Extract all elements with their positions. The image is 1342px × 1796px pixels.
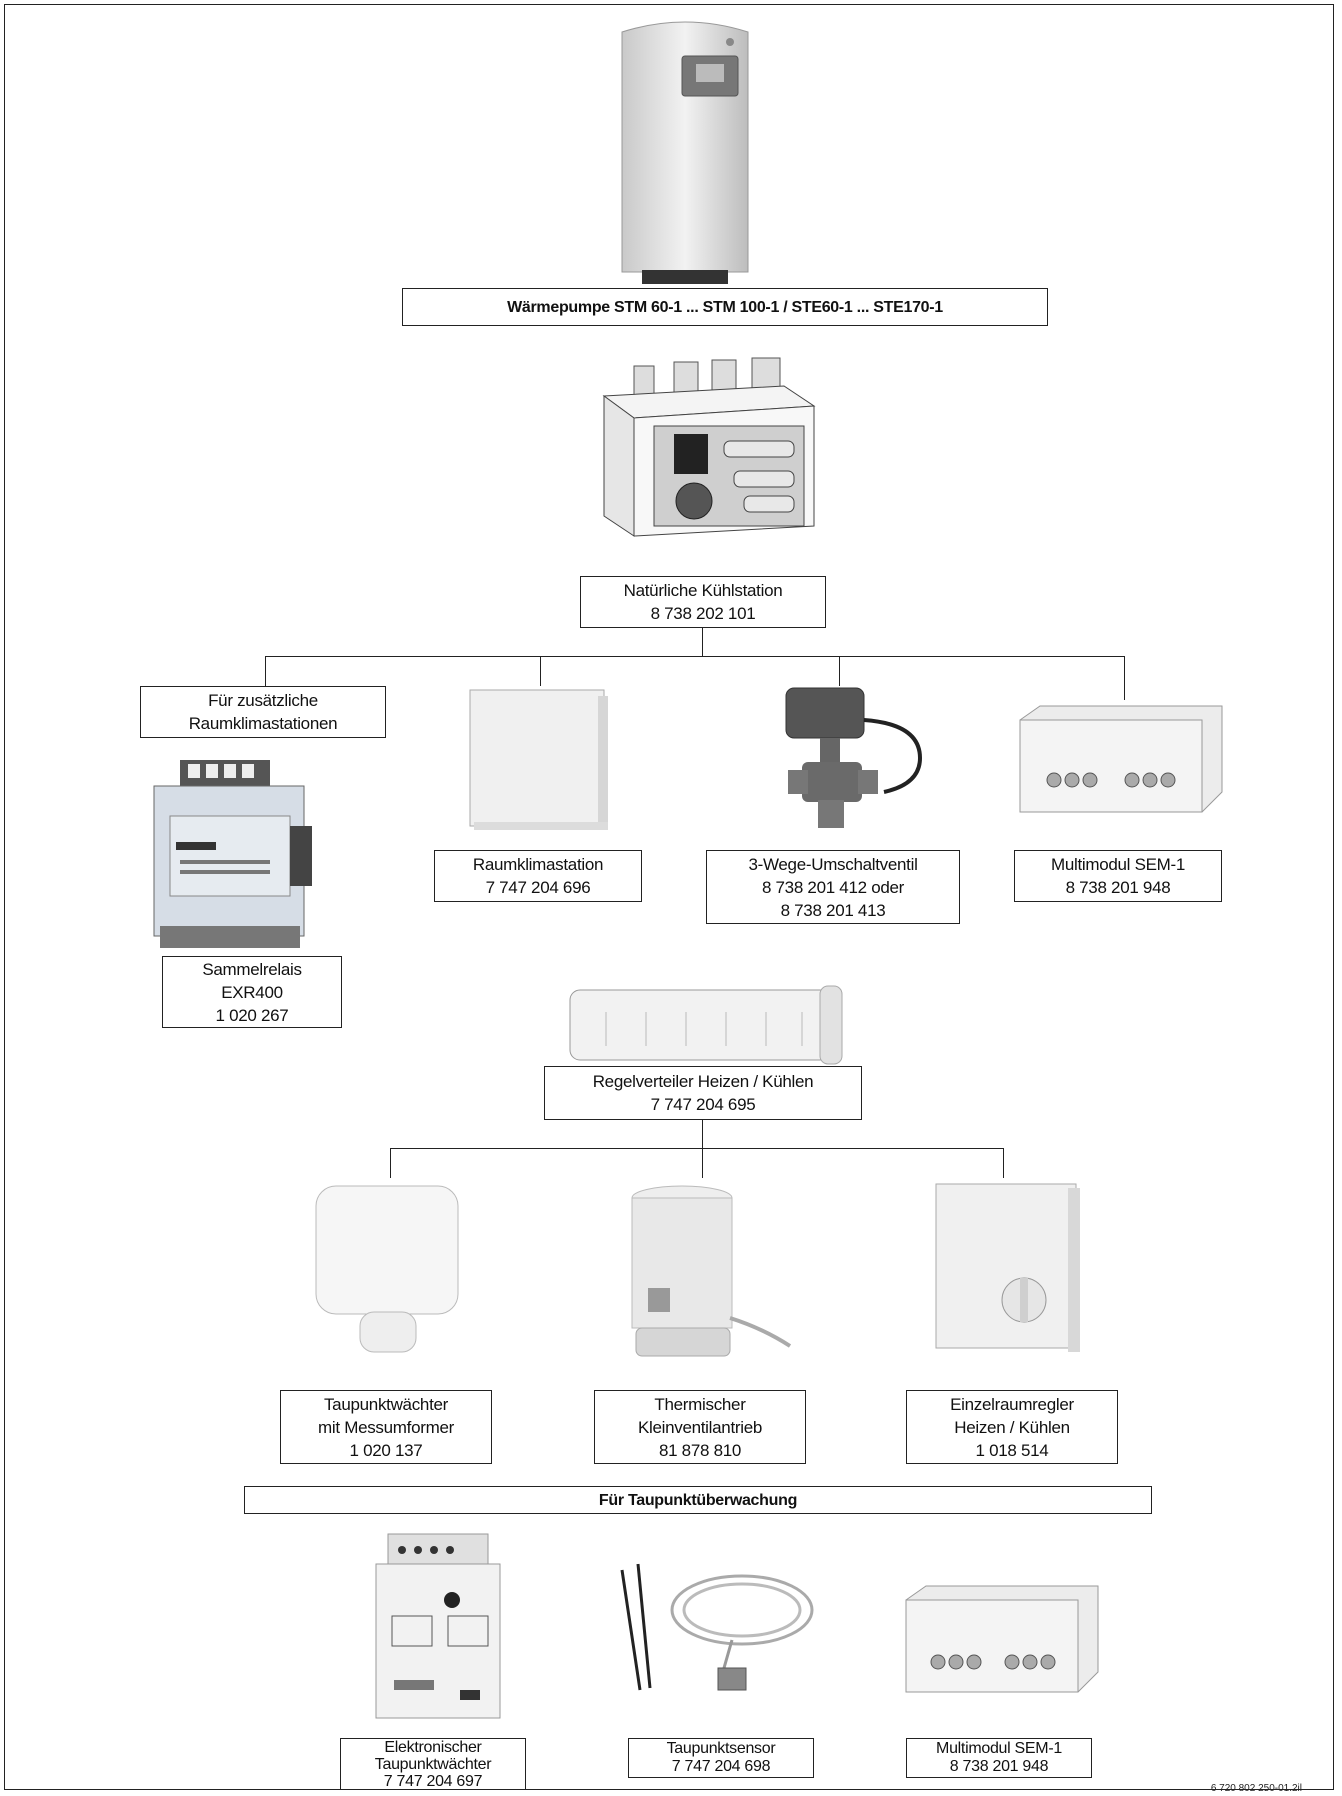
collective-relay-image xyxy=(153,760,312,948)
dewpoint-section-label: Für Taupunktüberwachung xyxy=(244,1486,1152,1514)
cooling-station-image xyxy=(602,357,816,537)
heat-pump-image xyxy=(621,21,749,284)
electronic-monitor-line2: Taupunktwächter xyxy=(374,1755,492,1773)
electronic-monitor-line1: Elektronischer xyxy=(384,1738,482,1756)
three-way-valve-number1: 8 738 201 412 oder xyxy=(761,877,905,897)
dewpoint-section-text: Für Taupunktüberwachung xyxy=(598,1491,798,1509)
multimodule-bottom-image xyxy=(905,1585,1099,1693)
room-controller-number: 1 018 514 xyxy=(975,1440,1049,1460)
multimodule-bottom-name: Multimodul SEM-1 xyxy=(936,1740,1062,1757)
dewpoint-monitor-line2: mit Messumformer xyxy=(318,1417,454,1437)
heat-pump-text: Wärmepumpe STM 60-1 ... STM 100-1 / STE6… xyxy=(507,298,943,316)
connector-line xyxy=(702,1148,704,1178)
multimodule-top-number: 8 738 201 948 xyxy=(1065,878,1171,897)
thermal-actuator-number: 81 878 810 xyxy=(658,1440,742,1460)
control-distributor-image xyxy=(569,985,843,1065)
multimodule-bottom-number: 8 738 201 948 xyxy=(949,1758,1049,1775)
connector-line xyxy=(702,1120,704,1148)
room-climate-station-image xyxy=(469,689,608,830)
connector-line xyxy=(265,656,267,686)
electronic-monitor-box: Elektronischer Taupunktwächter 7 747 204… xyxy=(340,1738,526,1790)
multimodule-top-name: Multimodul SEM-1 xyxy=(1050,855,1186,874)
room-controller-image xyxy=(935,1183,1080,1352)
connector-line xyxy=(390,1148,392,1178)
multimodule-top-box: Multimodul SEM-1 8 738 201 948 xyxy=(1014,850,1222,902)
multimodule-bottom-box: Multimodul SEM-1 8 738 201 948 xyxy=(906,1738,1092,1778)
multimodule-top-image xyxy=(1019,705,1223,813)
extra-stations-box: Für zusätzliche Raumklimastationen xyxy=(140,686,386,738)
three-way-valve-name: 3-Wege-Umschaltventil xyxy=(748,854,918,874)
room-controller-box: Einzelraumregler Heizen / Kühlen 1 018 5… xyxy=(906,1390,1118,1464)
connector-line xyxy=(1124,656,1126,700)
thermal-actuator-line1: Thermischer xyxy=(654,1394,746,1414)
heat-pump-label: Wärmepumpe STM 60-1 ... STM 100-1 / STE6… xyxy=(402,288,1048,326)
dewpoint-sensor-image xyxy=(620,1563,814,1691)
thermal-actuator-line2: Kleinventilantrieb xyxy=(637,1417,763,1437)
control-distributor-number: 7 747 204 695 xyxy=(650,1095,756,1114)
thermal-actuator-image xyxy=(631,1185,792,1357)
extra-stations-line1: Für zusätzliche xyxy=(208,691,318,710)
cooling-station-name: Natürliche Kühlstation xyxy=(623,581,783,600)
dewpoint-monitor-number: 1 020 137 xyxy=(349,1440,423,1460)
connector-line xyxy=(540,656,542,686)
three-way-valve-box: 3-Wege-Umschaltventil 8 738 201 412 oder… xyxy=(706,850,960,924)
collective-relay-model: EXR400 xyxy=(221,982,283,1002)
dewpoint-sensor-name: Taupunktsensor xyxy=(666,1740,776,1757)
cooling-station-box: Natürliche Kühlstation 8 738 202 101 xyxy=(580,576,826,628)
room-controller-line1: Einzelraumregler xyxy=(950,1394,1074,1414)
collective-relay-box: Sammelrelais EXR400 1 020 267 xyxy=(162,956,342,1028)
extra-stations-line2: Raumklimastationen xyxy=(188,714,338,733)
connector-line xyxy=(390,1148,1004,1150)
control-distributor-name: Regelverteiler Heizen / Kühlen xyxy=(592,1072,814,1091)
dewpoint-sensor-number: 7 747 204 698 xyxy=(671,1758,771,1775)
three-way-valve-number2: 8 738 201 413 xyxy=(780,900,886,920)
connector-line xyxy=(839,656,841,686)
connector-line xyxy=(702,628,704,656)
thermal-actuator-box: Thermischer Kleinventilantrieb 81 878 81… xyxy=(594,1390,806,1464)
collective-relay-name: Sammelrelais xyxy=(202,959,302,979)
figure-id: 6 720 802 250-01.2il xyxy=(1210,1783,1302,1794)
room-controller-line2: Heizen / Kühlen xyxy=(954,1417,1070,1437)
dewpoint-sensor-box: Taupunktsensor 7 747 204 698 xyxy=(628,1738,814,1778)
three-way-valve-image xyxy=(785,687,923,828)
electronic-monitor-number: 7 747 204 697 xyxy=(383,1772,483,1790)
room-climate-station-box: Raumklimastation 7 747 204 696 xyxy=(434,850,642,902)
dewpoint-monitor-line1: Taupunktwächter xyxy=(323,1394,449,1414)
cooling-station-number: 8 738 202 101 xyxy=(650,604,756,623)
room-climate-station-name: Raumklimastation xyxy=(472,855,604,874)
connector-line xyxy=(265,656,1125,658)
room-climate-station-number: 7 747 204 696 xyxy=(485,878,591,897)
connector-line xyxy=(1003,1148,1005,1178)
control-distributor-box: Regelverteiler Heizen / Kühlen 7 747 204… xyxy=(544,1066,862,1120)
dewpoint-monitor-box: Taupunktwächter mit Messumformer 1 020 1… xyxy=(280,1390,492,1464)
electronic-monitor-image xyxy=(375,1533,501,1719)
diagram-frame xyxy=(4,4,1334,1790)
dewpoint-monitor-image xyxy=(315,1185,459,1353)
collective-relay-number: 1 020 267 xyxy=(215,1005,289,1025)
